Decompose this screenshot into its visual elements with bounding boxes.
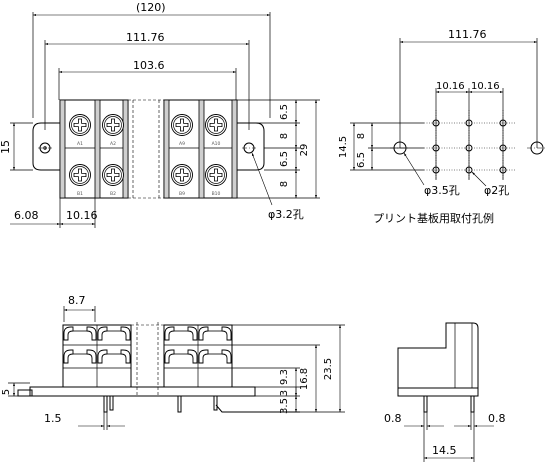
dim-offset: 6.08 [14,209,39,222]
label-b9: B9 [179,191,185,197]
label-a1: A1 [77,141,83,147]
pcb-hole-large: φ3.5孔 [424,184,460,197]
terminal-screw-a9 [171,114,193,136]
front-dim-upper: 16.8 [299,368,310,390]
side-dim-left: 0.8 [384,412,402,425]
terminal-screw-b9 [171,164,193,186]
front-dim-width: 8.7 [68,294,86,307]
label-a9: A9 [179,141,185,147]
dim-height: 15 [0,140,12,154]
dim-pitch: 10.16 [66,209,98,222]
front-dim-total-height: 23.5 [323,358,334,380]
terminal-screw-b1 [69,164,91,186]
dim-row-d: 8 [279,181,290,187]
front-view: 8.7 [1,294,345,430]
label-b2: B2 [110,191,116,197]
side-dim-right: 0.8 [488,412,506,425]
pcb-dim-row-6-5: 6.5 [356,152,367,168]
front-dim-base: 5 [1,389,12,395]
pcb-dim-depth: 14.5 [338,136,349,158]
terminal-screw-b2 [102,164,124,186]
pcb-layout: 111.76 10.16 10.16 14.5 8 6.5 [338,28,547,225]
label-b1: B1 [77,191,83,197]
dim-mount-pitch: 111.76 [126,31,165,44]
pcb-hole-small: φ2孔 [484,184,509,197]
pcb-pin-holes [432,119,507,174]
pcb-caption: プリント基板用取付孔例 [373,211,494,225]
front-dim-pin: 3.5 [279,398,290,414]
mount-hole-left-center [43,146,47,150]
terminal-screw-a2 [102,114,124,136]
dim-total-depth: 29 [299,144,310,157]
pcb-dim-mount-pitch: 111.76 [448,28,487,41]
dim-row-b: 8 [279,133,290,139]
label-a2: A2 [110,141,116,147]
dim-overall: (120) [136,1,166,14]
side-view: 0.8 0.8 14.5 [384,322,506,462]
label-a10: A10 [212,141,221,147]
dim-row-a: 6.5 [279,104,290,120]
side-dim-pin-span: 14.5 [432,444,457,457]
pcb-dim-row-8: 8 [356,133,367,139]
front-dim-mid: 9.3 [279,369,290,385]
pcb-dim-pitch-2: 10.16 [471,81,500,92]
side-pin-right [470,395,475,413]
terminal-screw-a1 [69,114,91,136]
dim-terminal-span: 103.6 [133,59,165,72]
pcb-dim-pitch-1: 10.16 [436,81,465,92]
hole-label: φ3.2孔 [268,208,304,221]
top-view: (120) 111.76 103.6 15 [0,1,320,228]
label-b10: B10 [212,191,221,197]
front-dim-low: 3 [279,390,290,396]
terminal-screw-b10 [205,164,227,186]
side-pin-left [423,395,428,413]
front-dim-pin-width: 1.5 [44,412,62,425]
terminal-screw-a10 [205,114,227,136]
front-pins [103,395,218,413]
dim-row-c: 6.5 [279,151,290,167]
